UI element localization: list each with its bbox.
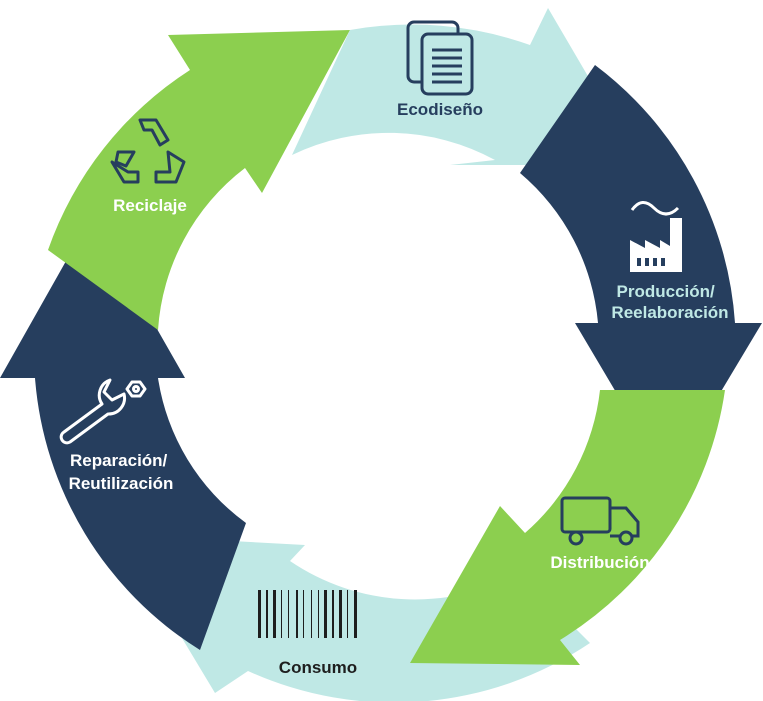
barcode-bar	[258, 590, 261, 638]
segment-distribucion	[410, 390, 725, 665]
barcode-bar	[339, 590, 342, 638]
barcode-bar	[347, 590, 348, 638]
barcode-bar	[332, 590, 334, 638]
stage-label-produccion: Producción/ Reelaboración	[611, 282, 728, 322]
stage-label-consumo: Consumo	[279, 658, 357, 677]
documents-icon	[406, 20, 474, 96]
factory-icon	[630, 201, 682, 272]
wrench-icon	[59, 378, 147, 445]
barcode-bar	[273, 590, 276, 638]
stage-label-reparacion: Reparación/ Reutilización	[69, 451, 174, 493]
barcode-bar	[311, 590, 312, 638]
truck-icon	[560, 496, 640, 546]
barcode-bar	[303, 590, 304, 638]
barcode-bar	[266, 590, 268, 638]
stage-label-distribucion: Distribución	[550, 553, 649, 572]
barcode-bar	[281, 590, 282, 638]
barcode-icon	[258, 590, 357, 638]
barcode-bar	[354, 590, 357, 638]
stage-label-reciclaje: Reciclaje	[113, 196, 187, 215]
segment-reparacion	[0, 215, 246, 650]
ring-segments	[0, 8, 762, 701]
segment-produccion	[520, 65, 762, 480]
barcode-bar	[296, 590, 298, 638]
barcode-bar	[324, 590, 327, 638]
recycle-icon	[110, 118, 186, 184]
barcode-bar	[288, 590, 289, 638]
segment-reciclaje	[48, 30, 350, 330]
stage-label-ecodiseno: Ecodiseño	[397, 100, 483, 119]
barcode-bar	[318, 590, 319, 638]
